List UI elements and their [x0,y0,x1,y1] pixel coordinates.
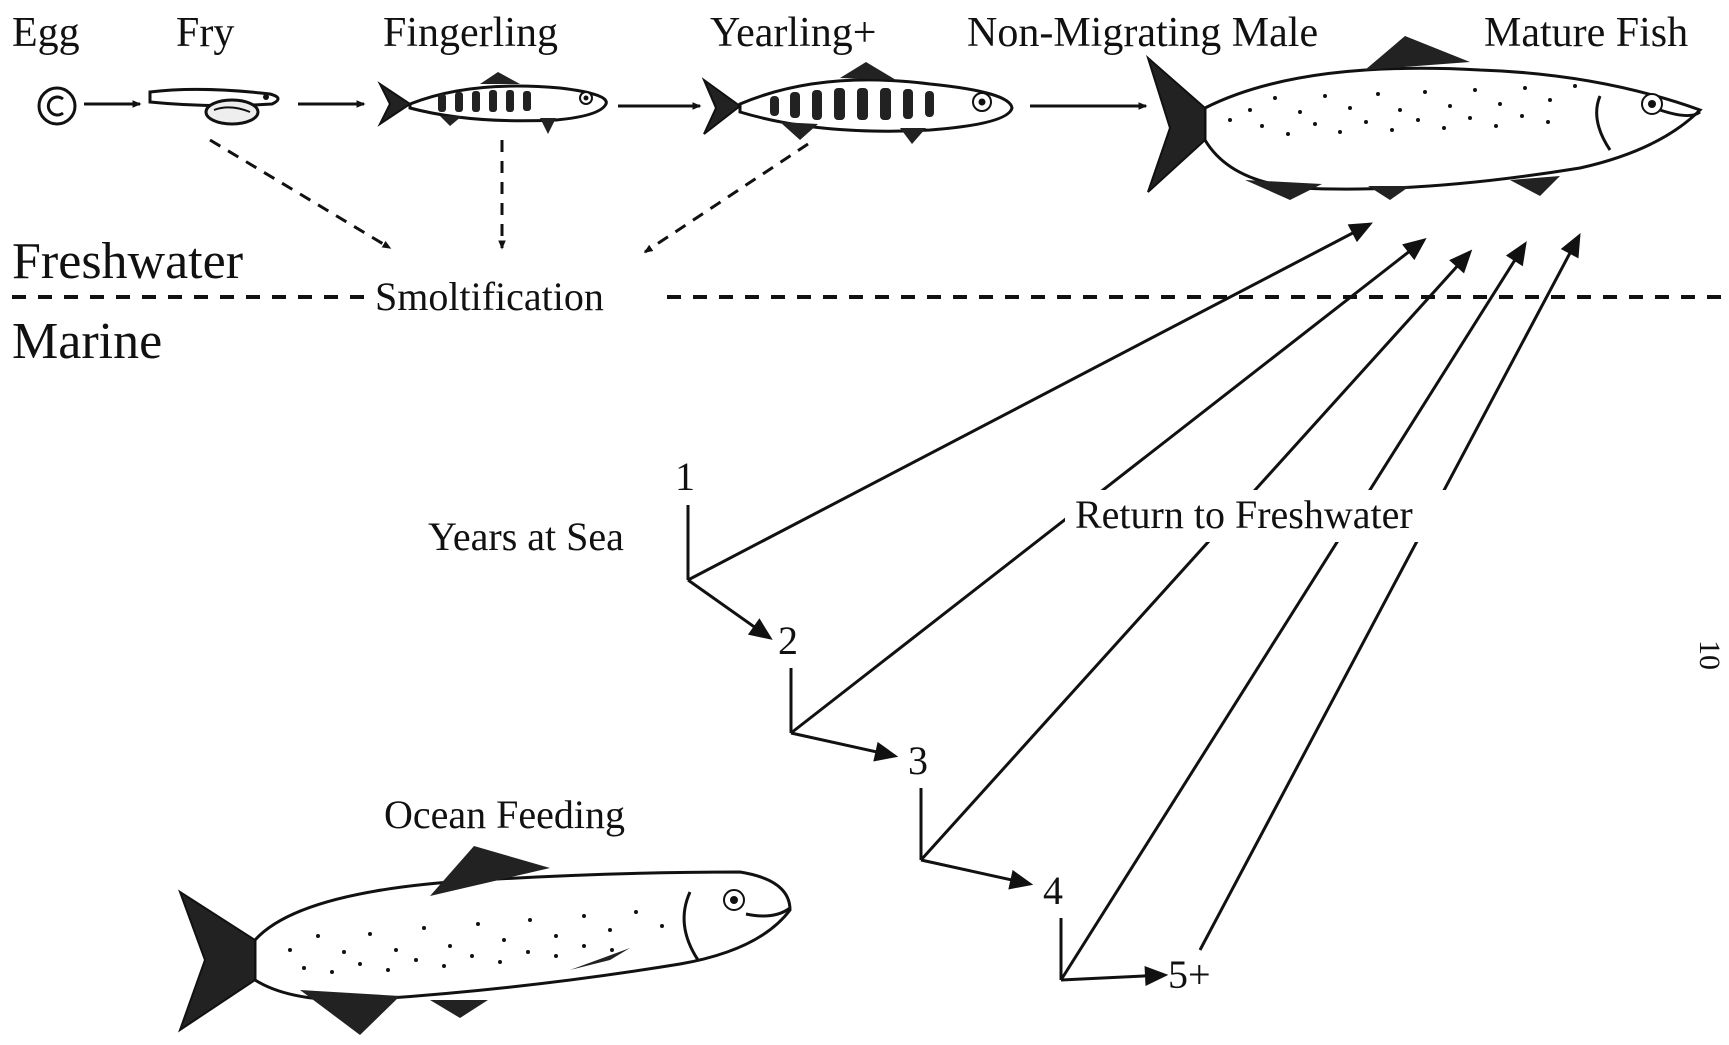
label-non-migrating-male: Non-Migrating Male [967,10,1318,56]
return-arrow-year-4 [1059,241,1527,981]
year-5-plus: 5+ [1168,952,1211,997]
year-4: 4 [1043,868,1063,913]
label-freshwater: Freshwater [12,233,243,290]
return-arrow-year-5-plus [1198,233,1581,951]
arrow-year-3-to-4 [920,858,1034,890]
label-yearling: Yearling+ [710,10,876,56]
yearling-illustration [701,62,1014,144]
label-egg: Egg [12,10,80,56]
egg-illustration [37,86,77,126]
return-arrow-year-1 [687,222,1373,582]
dashed-arrow-fry-smolt [209,138,392,250]
return-label-backdrop [1065,490,1495,542]
fry-illustration [148,87,280,126]
dashed-arrow-yearling-smolt [643,142,809,254]
year-3: 3 [908,738,928,783]
arrow-year-4-to-5-plus [1060,965,1169,986]
mature-fish-illustration [1145,36,1703,200]
label-fingerling: Fingerling [383,10,558,56]
fingerling-illustration [377,72,608,134]
label-smoltification: Smoltification [375,274,604,319]
label-fry: Fry [176,10,234,56]
label-ocean-feeding: Ocean Feeding [384,792,625,837]
year-1: 1 [675,454,695,499]
arrow-year-2-to-3 [790,731,899,762]
label-marine: Marine [12,313,162,370]
page-number: 10 [1693,640,1726,670]
return-arrow-year-2 [790,237,1427,735]
ocean-fish-illustration [178,846,792,1035]
label-return-to-freshwater: Return to Freshwater [1075,492,1413,537]
return-arrow-year-3 [919,249,1473,862]
year-2: 2 [778,618,798,663]
label-mature-fish: Mature Fish [1484,10,1688,56]
label-years-at-sea: Years at Sea [428,514,624,559]
arrow-year-1-to-2 [687,578,773,640]
